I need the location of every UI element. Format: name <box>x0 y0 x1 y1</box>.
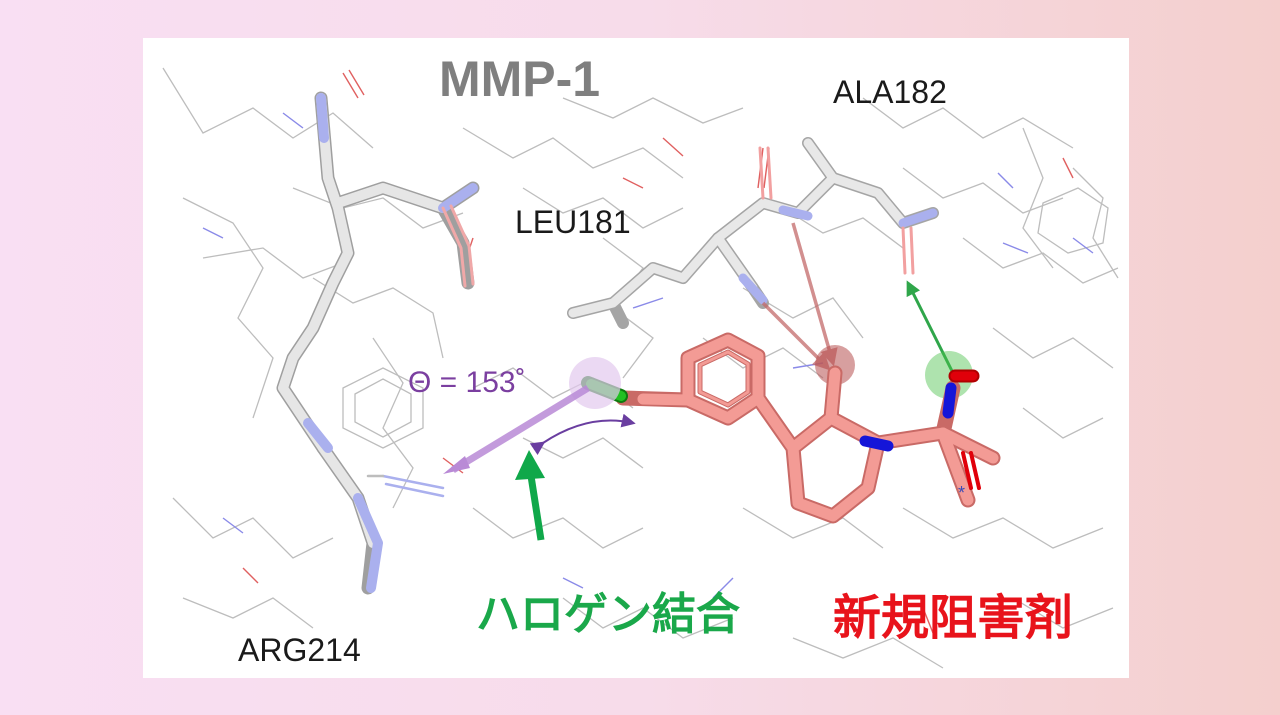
green-hbond-arrow <box>906 280 955 374</box>
halogen-bond-arrowhead <box>443 456 470 474</box>
halogen-bond-line <box>451 385 590 473</box>
protein-title: MMP-1 <box>439 51 601 107</box>
residue-label-ala182: ALA182 <box>833 74 947 110</box>
asterisk-mark: * <box>958 483 965 503</box>
angle-arc <box>529 413 636 456</box>
ligand-sticks <box>581 332 1001 524</box>
structure-panel: * MMP-1 ALA182 LEU181 ARG214 Θ = 153˚ ハロ… <box>143 38 1129 678</box>
leu-ala-sticks <box>567 137 939 329</box>
halogen-sigma-hole-sphere <box>569 357 621 409</box>
angle-label: Θ = 153˚ <box>408 366 526 399</box>
hbond-arrows <box>761 222 838 371</box>
residue-label-arg214: ARG214 <box>238 632 361 668</box>
arg214-sticks <box>276 91 480 595</box>
carbonyl-o-sphere <box>815 345 855 385</box>
halogen-bond-label: ハロゲン結合 <box>476 590 740 639</box>
wireframe-colored-atoms <box>202 69 1094 634</box>
molecular-structure: * <box>162 67 1119 669</box>
halogen-bond-pointer-arrow <box>515 450 545 541</box>
residue-label-leu181: LEU181 <box>515 204 631 240</box>
new-inhibitor-label: 新規阻害剤 <box>833 592 1074 645</box>
